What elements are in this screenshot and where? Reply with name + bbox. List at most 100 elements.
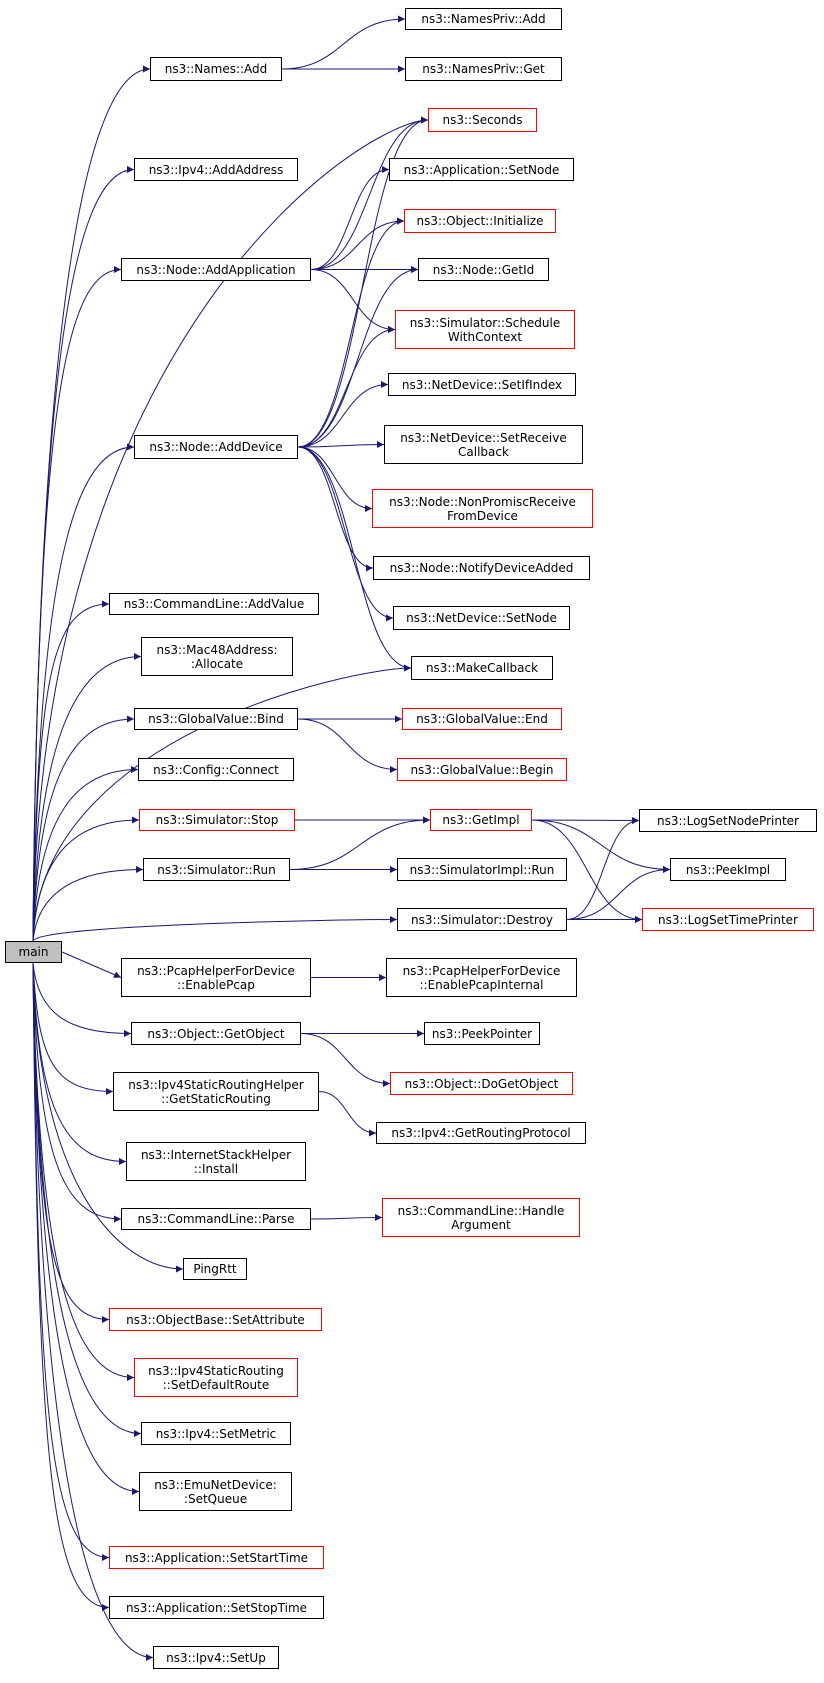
node-peekpointer[interactable]: ns3::PeekPointer [424,1022,540,1045]
node-app-setnode[interactable]: ns3::Application::SetNode [389,158,574,181]
edge-node_adddevice-to-nd_setnode [297,446,394,622]
node-mac48-alloc[interactable]: ns3::Mac48Address: :Allocate [141,637,293,676]
node-seconds[interactable]: ns3::Seconds [428,108,537,132]
edge-main-to-gv_bind [32,715,135,942]
edge-node_addapp-to-seconds [310,116,429,270]
edge-main-to-sim_stop [32,816,140,942]
node-ipv4-setup[interactable]: ns3::Ipv4::SetUp [153,1646,279,1669]
node-makecallback[interactable]: ns3::MakeCallback [411,656,553,680]
edge-main-to-pcap_enable [61,951,122,978]
node-app-setstop[interactable]: ns3::Application::SetStopTime [109,1596,324,1619]
node-simimpl-run[interactable]: ns3::SimulatorImpl::Run [397,858,567,881]
edge-node_addapp-to-sim_schedctx [310,269,396,333]
node-names-add[interactable]: ns3::Names::Add [150,57,282,81]
node-nd-setnode[interactable]: ns3::NetDevice::SetNode [393,606,570,630]
edge-node_adddevice-to-sim_schedctx [297,326,396,448]
edge-node_addapp-to-app_setnode [310,166,390,270]
node-node-adddevice[interactable]: ns3::Node::AddDevice [134,435,298,459]
node-cmd-addvalue[interactable]: ns3::CommandLine::AddValue [109,593,319,615]
edge-node_adddevice-to-nd_setrecv [297,441,385,449]
node-cmd-parse[interactable]: ns3::CommandLine::Parse [121,1208,311,1230]
edge-main-to-app_setstart [32,962,110,1561]
node-pcap-enable[interactable]: ns3::PcapHelperForDevice ::EnablePcap [121,958,311,997]
node-obj-init[interactable]: ns3::Object::Initialize [404,209,556,233]
edge-sim_destroy-to-peekimpl [566,866,671,920]
node-objbase-setattr[interactable]: ns3::ObjectBase::SetAttribute [109,1308,322,1331]
edge-main-to-obj_getobject [32,962,132,1037]
node-node-nonpromisc[interactable]: ns3::Node::NonPromiscReceive FromDevice [372,489,593,528]
edge-main-to-emu_setqueue [32,962,140,1495]
node-ish-install[interactable]: ns3::InternetStackHelper ::Install [126,1142,306,1181]
node-sim-destroy[interactable]: ns3::Simulator::Destroy [397,908,567,931]
node-ipv4srh-getsr[interactable]: ns3::Ipv4StaticRoutingHelper ::GetStatic… [113,1072,319,1111]
edge-main-to-app_setstop [32,962,110,1611]
edge-ipv4srh_getsr-to-ipv4_getrp [318,1091,377,1137]
node-lognodeprinter[interactable]: ns3::LogSetNodePrinter [639,809,817,832]
edge-main-to-names_add [32,65,151,942]
node-sim-schedctx[interactable]: ns3::Simulator::Schedule WithContext [395,310,575,349]
edge-main-to-ipv4_setmetric [32,962,142,1437]
node-node-notify[interactable]: ns3::Node::NotifyDeviceAdded [373,556,590,580]
node-main[interactable]: main [5,941,62,963]
edge-sim_destroy-to-lognodeprinter [566,817,640,920]
edge-getimpl-to-lognodeprinter [531,816,640,824]
edge-main-to-node_adddevice [32,443,135,942]
edge-node_addapp-to-obj_init [310,217,405,270]
edge-getimpl-to-logtimeprinter [531,819,643,923]
edge-node_adddevice-to-node_nonpromisc [297,446,373,512]
node-sim-run[interactable]: ns3::Simulator::Run [143,858,290,881]
edge-node_adddevice-to-seconds [297,116,429,448]
node-ipv4-getrp[interactable]: ns3::Ipv4::GetRoutingProtocol [376,1122,586,1144]
edge-node_adddevice-to-node_getid [297,266,419,448]
edge-obj_getobject-to-obj_dogetobject [300,1033,391,1087]
node-app-setstart[interactable]: ns3::Application::SetStartTime [109,1546,324,1569]
node-namespriv-add[interactable]: ns3::NamesPriv::Add [405,8,562,30]
edge-gv_bind-to-gv_begin [297,718,398,773]
edge-main-to-cmd_parse [32,962,122,1223]
node-gv-bind[interactable]: ns3::GlobalValue::Bind [134,708,298,730]
edge-main-to-sim_destroy [32,916,398,942]
edge-main-to-node_addapp [32,266,122,942]
node-ipv4sr-setdefault[interactable]: ns3::Ipv4StaticRouting ::SetDefaultRoute [134,1358,298,1397]
node-ipv4-setmetric[interactable]: ns3::Ipv4::SetMetric [141,1422,291,1445]
node-obj-getobject[interactable]: ns3::Object::GetObject [131,1022,301,1045]
node-cmd-handlearg[interactable]: ns3::CommandLine::Handle Argument [382,1198,580,1237]
node-ipv4-addaddress[interactable]: ns3::Ipv4::AddAddress [134,158,298,181]
node-getimpl[interactable]: ns3::GetImpl [430,809,532,831]
node-pingrtt[interactable]: PingRtt [183,1258,247,1280]
edge-main-to-config_connect [32,766,139,942]
edge-main-to-mac48_alloc [32,653,142,942]
edge-node_adddevice-to-node_notify [297,446,374,572]
node-node-addapp[interactable]: ns3::Node::AddApplication [121,258,311,281]
edge-node_adddevice-to-nd_setifindex [297,381,389,448]
node-nd-setrecv[interactable]: ns3::NetDevice::SetReceive Callback [384,425,583,464]
edge-main-to-ish_install [32,962,127,1165]
edge-sim_run-to-getimpl [289,816,431,870]
node-gv-begin[interactable]: ns3::GlobalValue::Begin [397,758,567,781]
node-emu-setqueue[interactable]: ns3::EmuNetDevice: :SetQueue [139,1472,292,1511]
node-pcap-enableint[interactable]: ns3::PcapHelperForDevice ::EnablePcapInt… [386,958,577,997]
node-logtimeprinter[interactable]: ns3::LogSetTimePrinter [642,908,814,931]
node-peekimpl[interactable]: ns3::PeekImpl [670,858,786,881]
edge-node_adddevice-to-makecallback [297,446,412,672]
edge-main-to-pingrtt [32,962,184,1273]
node-sim-stop[interactable]: ns3::Simulator::Stop [139,809,295,831]
edge-getimpl-to-peekimpl [531,819,671,873]
edge-main-to-seconds [32,116,429,942]
edge-cmd_parse-to-cmd_handlearg [310,1214,383,1222]
edge-main-to-sim_run [32,866,144,942]
node-node-getid[interactable]: ns3::Node::GetId [418,258,549,281]
node-nd-setifindex[interactable]: ns3::NetDevice::SetIfIndex [388,373,576,396]
edge-main-to-ipv4_setup [32,962,154,1661]
edge-main-to-cmd_addvalue [32,600,110,942]
node-obj-dogetobject[interactable]: ns3::Object::DoGetObject [390,1072,573,1095]
node-namespriv-get[interactable]: ns3::NamesPriv::Get [405,57,562,81]
edge-main-to-ipv4_addaddress [32,166,135,942]
edge-node_adddevice-to-obj_init [297,217,405,448]
node-config-connect[interactable]: ns3::Config::Connect [138,758,294,781]
edge-main-to-objbase_setattr [32,962,110,1323]
edge-main-to-ipv4srh_getsr [32,962,114,1095]
node-gv-end[interactable]: ns3::GlobalValue::End [402,708,562,730]
